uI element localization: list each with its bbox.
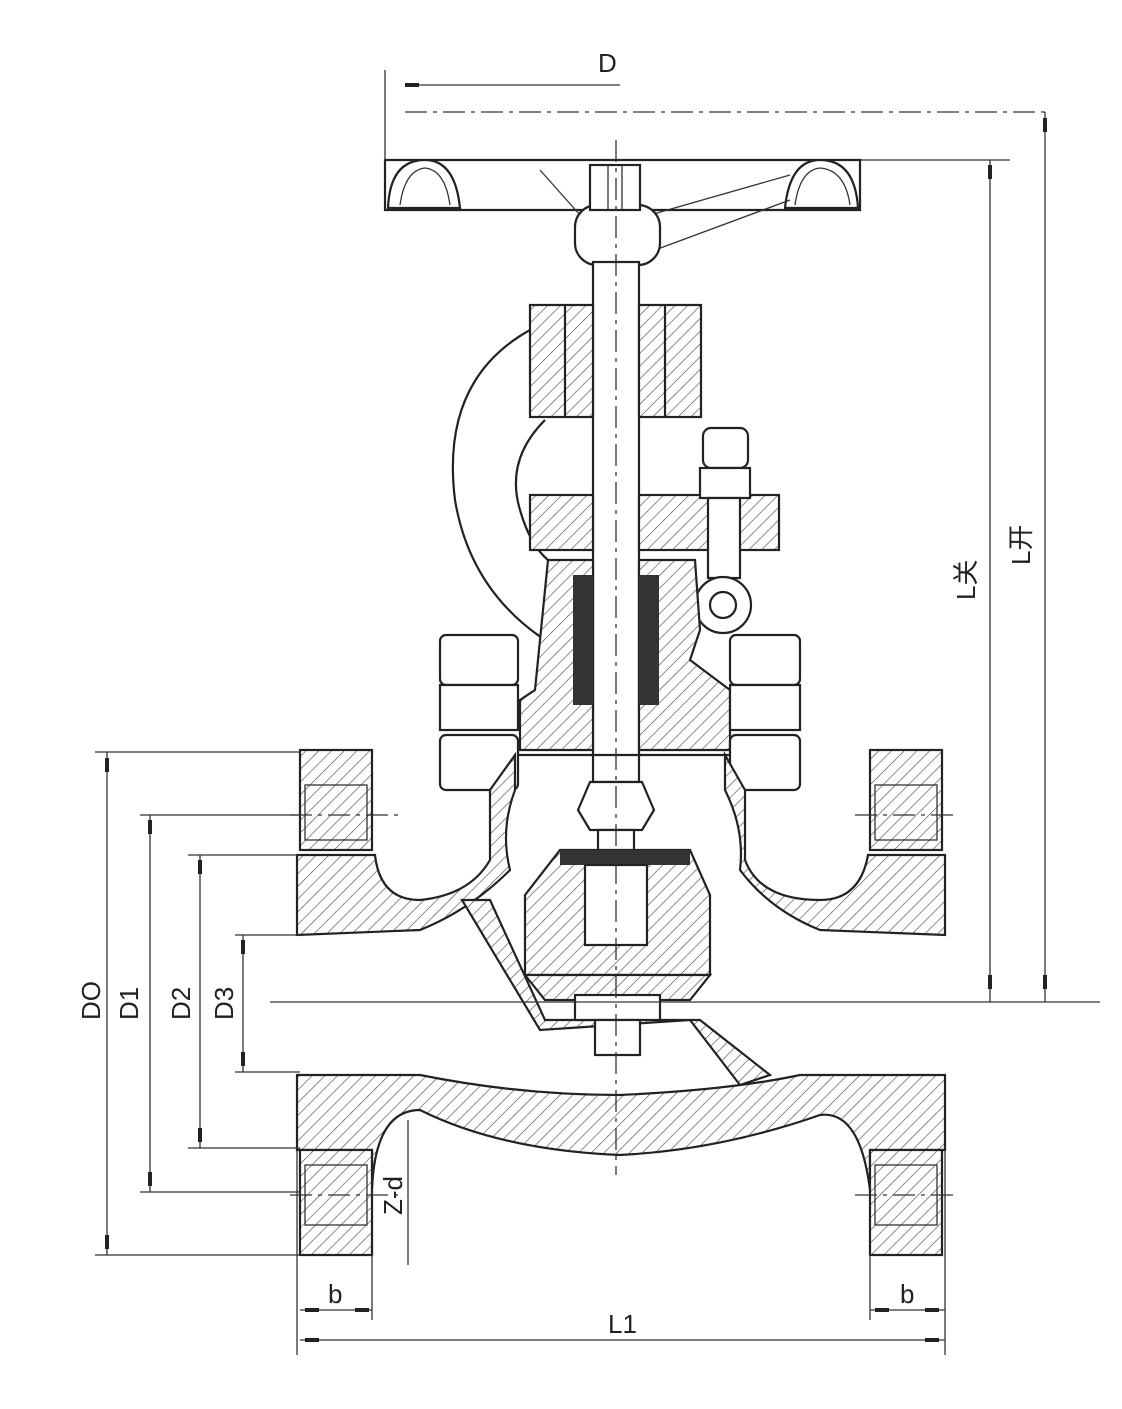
label-L-closed: L关 xyxy=(951,560,981,600)
label-D3: D3 xyxy=(209,987,239,1020)
label-b-left: b xyxy=(328,1279,342,1309)
label-L-open: L开 xyxy=(1006,525,1036,565)
yoke xyxy=(451,303,781,641)
label-b-right: b xyxy=(900,1279,914,1309)
bonnet xyxy=(515,558,732,757)
label-D: D xyxy=(598,48,617,78)
label-L1: L1 xyxy=(608,1309,637,1339)
label-D1: D1 xyxy=(114,987,144,1020)
label-D2: D2 xyxy=(166,987,196,1020)
disc xyxy=(522,848,713,1057)
dimension-lines xyxy=(95,70,1047,1355)
label-Z-d: Z-d xyxy=(378,1176,408,1215)
handwheel xyxy=(383,158,862,267)
valve-body xyxy=(295,748,947,1257)
centerlines xyxy=(270,111,1100,1196)
label-D0: DO xyxy=(76,981,106,1020)
gland-bolt xyxy=(693,426,753,635)
